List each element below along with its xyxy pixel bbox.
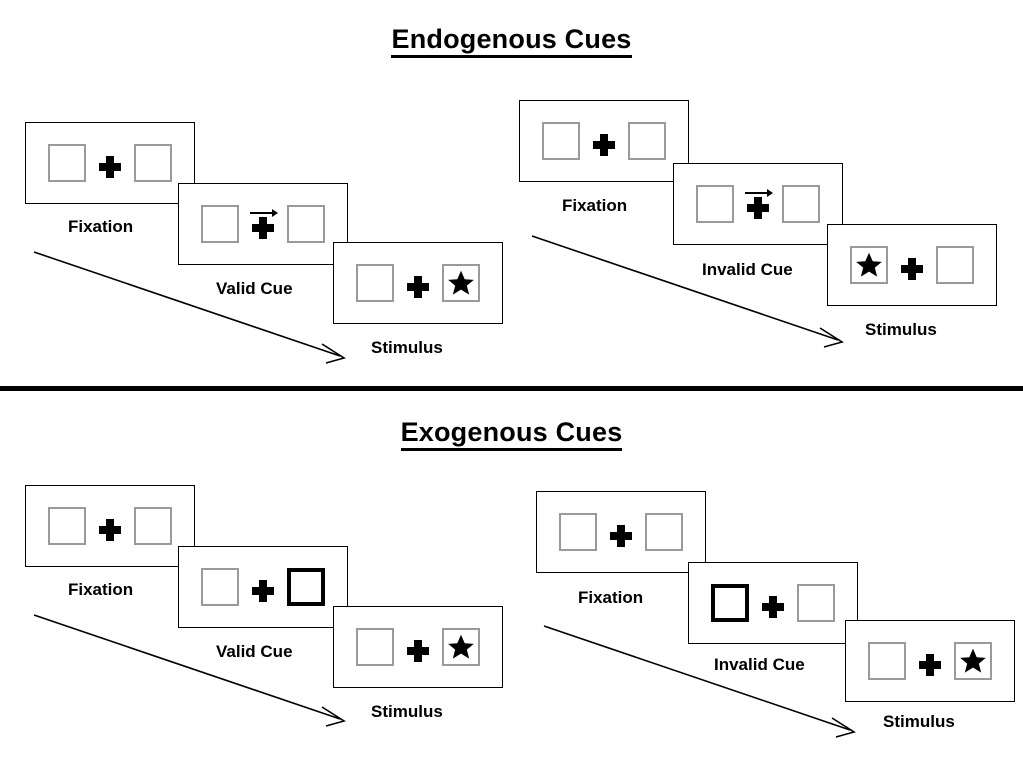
placeholder-box-right (645, 513, 683, 551)
placeholder-box-left (559, 513, 597, 551)
thick-square-outline-icon (287, 568, 325, 606)
star-icon (448, 270, 474, 295)
fixation-cross (610, 517, 632, 547)
fixation-cross (745, 188, 773, 219)
caption-exogenous-invalid-cue: Invalid Cue (714, 655, 805, 674)
fixation-cross (593, 126, 615, 156)
target-box-right (954, 642, 992, 680)
fixation-cross (762, 588, 784, 618)
fixation-cross (99, 511, 121, 541)
fixation-cross (407, 268, 429, 298)
section-title-endogenous-text: Endogenous Cues (391, 24, 632, 58)
placeholder-box-left (356, 628, 394, 666)
plus-icon (762, 596, 784, 618)
star-icon (856, 252, 882, 277)
caption-exogenous-valid-cue: Valid Cue (216, 642, 293, 661)
plus-icon (407, 276, 429, 298)
fixation-cross (99, 148, 121, 178)
plus-icon (252, 217, 274, 239)
placeholder-box-right (134, 507, 172, 545)
flow-arrow-endogenous-valid (33, 251, 346, 364)
caption-exogenous-valid-stimulus: Stimulus (371, 702, 443, 721)
fixation-cross (250, 208, 278, 239)
fixation-cross (252, 572, 274, 602)
placeholder-box-left (868, 642, 906, 680)
caption-endogenous-invalid-fixation: Fixation (562, 196, 628, 215)
placeholder-box-right (134, 144, 172, 182)
placeholder-box-right (628, 122, 666, 160)
panel-exogenous-invalid-cue (688, 562, 858, 644)
placeholder-box-left (356, 264, 394, 302)
fixation-cross (919, 646, 941, 676)
caption-endogenous-valid-stimulus: Stimulus (371, 338, 443, 357)
target-box-left (850, 246, 888, 284)
panel-exogenous-valid-fixation (25, 485, 195, 567)
plus-icon (252, 580, 274, 602)
placeholder-box-left (48, 144, 86, 182)
caption-exogenous-valid-fixation: Fixation (68, 580, 134, 599)
panel-endogenous-valid-cue (178, 183, 348, 265)
placeholder-box-left (201, 568, 239, 606)
flow-arrow-endogenous-invalid (531, 235, 844, 348)
plus-icon (919, 654, 941, 676)
placeholder-box-right (287, 205, 325, 243)
placeholder-box-right (797, 584, 835, 622)
panel-endogenous-invalid-fixation (519, 100, 689, 182)
thick-square-outline-icon (711, 584, 749, 622)
target-box-right (442, 628, 480, 666)
section-title-exogenous-text: Exogenous Cues (400, 417, 623, 451)
star-icon (448, 634, 474, 659)
placeholder-box-right (782, 185, 820, 223)
caption-exogenous-invalid-stimulus: Stimulus (883, 712, 955, 731)
caption-endogenous-invalid-cue: Invalid Cue (702, 260, 793, 279)
fixation-cross (407, 632, 429, 662)
plus-icon (407, 640, 429, 662)
section-divider (0, 386, 1023, 391)
caption-endogenous-valid-cue: Valid Cue (216, 279, 293, 298)
flow-arrow-exogenous-valid (33, 614, 346, 727)
panel-endogenous-valid-fixation (25, 122, 195, 204)
plus-icon (593, 134, 615, 156)
caption-exogenous-invalid-fixation: Fixation (578, 588, 644, 607)
section-title-endogenous: Endogenous Cues (0, 24, 1023, 58)
target-box-right (442, 264, 480, 302)
panel-exogenous-valid-stimulus (333, 606, 503, 688)
placeholder-box-right (936, 246, 974, 284)
placeholder-box-left (696, 185, 734, 223)
panel-exogenous-invalid-stimulus (845, 620, 1015, 702)
panel-exogenous-invalid-fixation (536, 491, 706, 573)
plus-icon (747, 197, 769, 219)
section-title-exogenous: Exogenous Cues (0, 417, 1023, 451)
plus-icon (901, 258, 923, 280)
panel-endogenous-invalid-cue (673, 163, 843, 245)
arrow-right-icon (250, 208, 278, 217)
flow-arrow-exogenous-invalid (543, 625, 856, 738)
plus-icon (99, 519, 121, 541)
plus-icon (99, 156, 121, 178)
panel-endogenous-valid-stimulus (333, 242, 503, 324)
panel-endogenous-invalid-stimulus (827, 224, 997, 306)
placeholder-box-left (542, 122, 580, 160)
caption-endogenous-valid-fixation: Fixation (68, 217, 134, 236)
caption-endogenous-invalid-stimulus: Stimulus (865, 320, 937, 339)
plus-icon (610, 525, 632, 547)
fixation-cross (901, 250, 923, 280)
star-icon (960, 648, 986, 673)
placeholder-box-left (48, 507, 86, 545)
panel-exogenous-valid-cue (178, 546, 348, 628)
arrow-right-icon (745, 188, 773, 197)
placeholder-box-left (201, 205, 239, 243)
